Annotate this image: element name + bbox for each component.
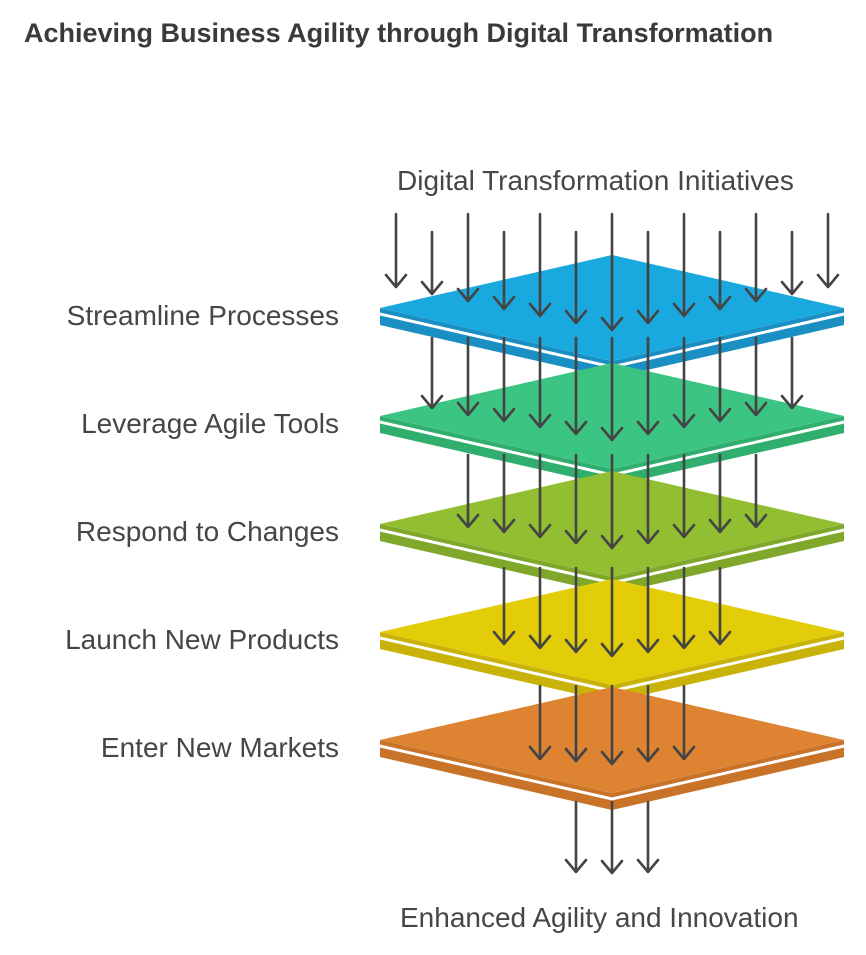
arrow-head — [420, 280, 444, 296]
arrow-head — [528, 634, 552, 650]
arrow-head — [708, 630, 732, 646]
arrow-head — [636, 858, 660, 874]
arrow-head — [492, 518, 516, 534]
arrow-head — [384, 273, 408, 289]
arrow-head — [492, 295, 516, 311]
arrow-head — [672, 302, 696, 318]
arrow-head — [564, 747, 588, 763]
arrow-head — [816, 273, 840, 289]
layer-label-leverage-agile-tools: Leverage Agile Tools — [81, 408, 339, 439]
layer-edge — [379, 744, 845, 801]
arrow-head — [636, 309, 660, 325]
arrow-head — [456, 513, 480, 529]
output-caption: Enhanced Agility and Innovation — [400, 902, 799, 933]
arrow-group-2 — [456, 453, 768, 550]
layer-label-respond-to-changes: Respond to Changes — [75, 516, 339, 547]
arrow-head — [600, 316, 624, 332]
arrow-head — [492, 630, 516, 646]
arrow-head — [456, 287, 480, 303]
arrow-head — [600, 642, 624, 658]
arrow-head — [492, 407, 516, 423]
arrow-head — [600, 426, 624, 442]
arrow-head — [456, 401, 480, 417]
arrow-head — [744, 513, 768, 529]
arrow-group-3 — [492, 566, 732, 658]
arrow-head — [744, 401, 768, 417]
input-caption: Digital Transformation Initiatives — [397, 165, 794, 196]
arrow-head — [564, 420, 588, 436]
arrow-head — [672, 634, 696, 650]
arrow-head — [672, 745, 696, 761]
arrow-head — [780, 280, 804, 296]
arrow-head — [672, 523, 696, 539]
arrow-head — [564, 858, 588, 874]
arrow-head — [528, 302, 552, 318]
arrow-head — [564, 638, 588, 654]
arrow-head — [636, 638, 660, 654]
arrow-head — [708, 518, 732, 534]
arrow-group-5 — [564, 800, 660, 875]
arrow-head — [636, 747, 660, 763]
arrow-head — [564, 529, 588, 545]
arrow-group-0 — [384, 212, 840, 332]
layer-label-streamline-processes: Streamline Processes — [66, 300, 339, 331]
arrow-head — [528, 413, 552, 429]
layer-label-enter-new-markets: Enter New Markets — [100, 732, 339, 763]
arrow-head — [708, 295, 732, 311]
arrow-head — [600, 859, 624, 875]
arrow-head — [420, 394, 444, 410]
arrow-head — [564, 309, 588, 325]
arrow-head — [708, 407, 732, 423]
arrow-head — [744, 287, 768, 303]
arrow-group-4 — [528, 684, 696, 766]
layer-label-launch-new-products: Launch New Products — [65, 624, 339, 655]
arrow-group-1 — [420, 336, 804, 442]
arrow-head — [636, 420, 660, 436]
layer-side — [380, 740, 844, 810]
arrow-head — [636, 529, 660, 545]
arrow-head — [600, 534, 624, 550]
arrow-head — [600, 750, 624, 766]
arrow-head — [528, 745, 552, 761]
diagram-title: Achieving Business Agility through Digit… — [24, 18, 774, 48]
arrow-head — [672, 413, 696, 429]
arrow-head — [780, 394, 804, 410]
arrow-head — [528, 523, 552, 539]
